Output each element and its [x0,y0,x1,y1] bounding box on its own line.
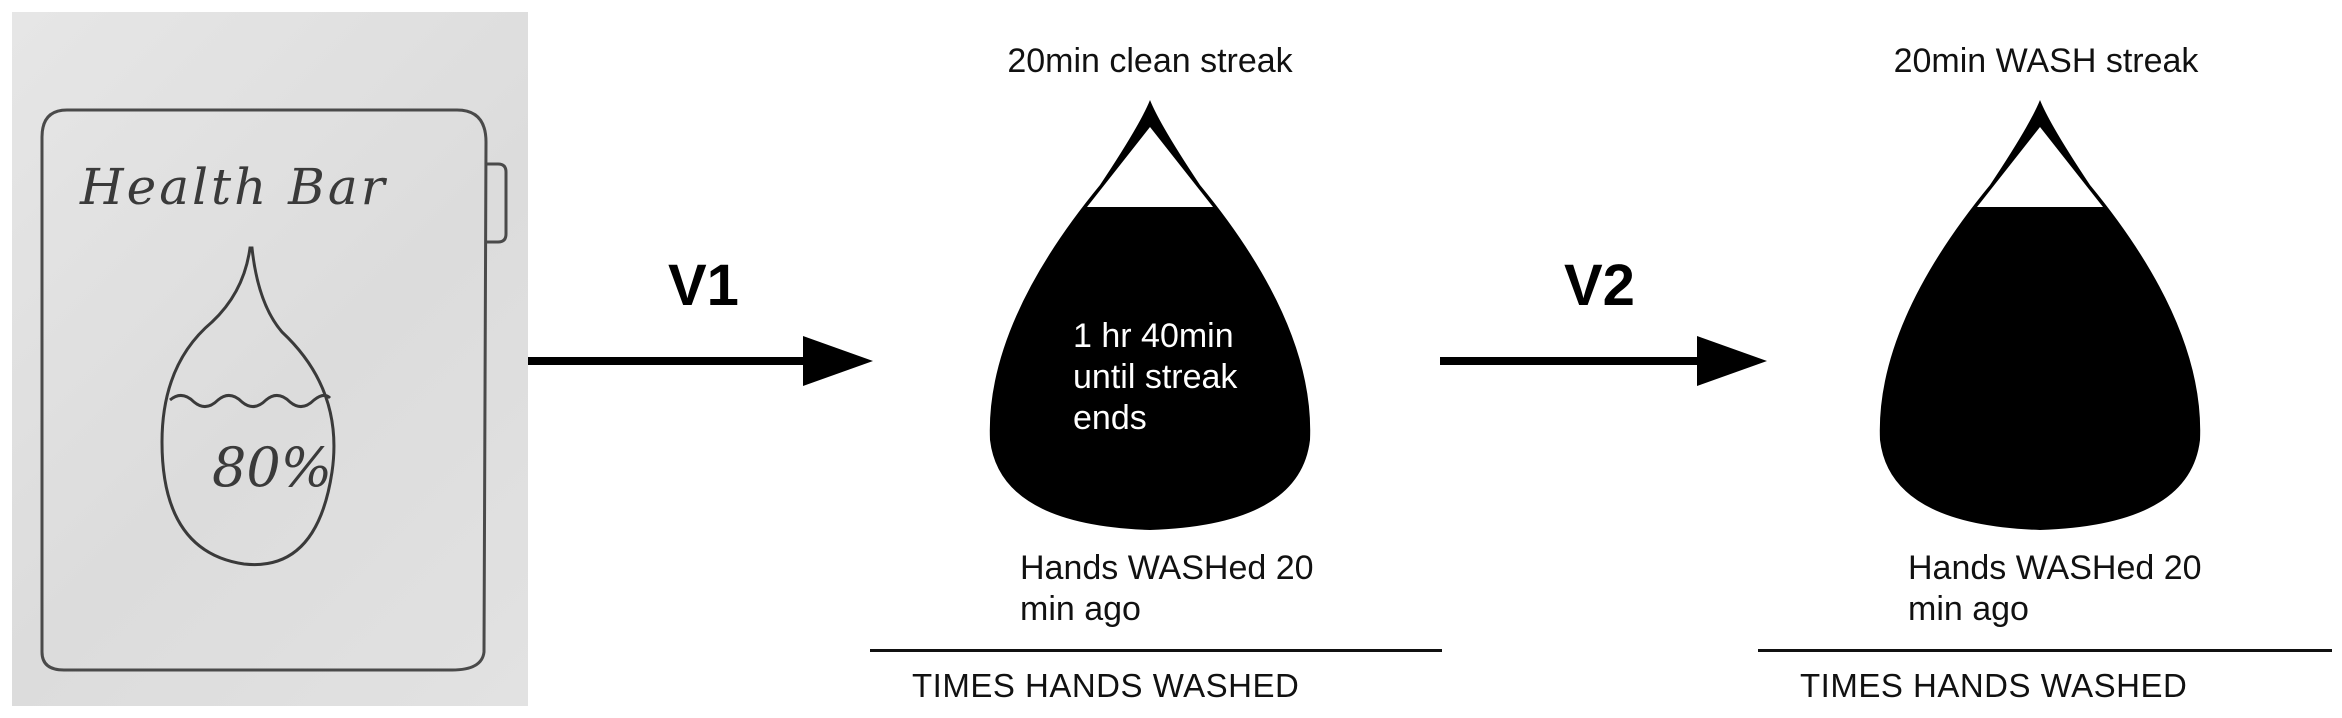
watch-outline [40,108,488,672]
water-drop-icon [1879,100,2201,530]
sketch-photo [12,12,528,706]
water-level-line [169,393,332,408]
divider [870,649,1442,652]
last-washed-text: Hands WASHed 20 min ago [1020,549,1314,628]
sketch-drawing [40,108,508,672]
version-label-v2: V2 [1564,253,1635,318]
times-hands-washed-tab[interactable]: TIMES HANDS WASHED [912,667,1300,704]
last-washed-text: Hands WASHed 20 min ago [1908,549,2202,628]
water-drop-icon [989,100,1311,530]
drop-sketch-icon [160,246,336,567]
arrow-v1 [528,336,873,386]
watch-button [486,162,508,244]
streak-remaining-text: 1 hr 40min until streak ends [1073,317,1238,437]
streak-title: 20min clean streak [1007,42,1293,80]
streak-title: 20min WASH streak [1893,42,2199,80]
drop-highlight [1977,127,2103,207]
divider [1758,649,2332,652]
times-hands-washed-tab[interactable]: TIMES HANDS WASHED [1800,667,2188,704]
sketch-title: Health Bar [80,158,388,216]
sketch-percent: 80% [212,436,333,499]
arrow-v2 [1440,336,1767,386]
drop-highlight [1087,127,1213,207]
version-label-v1: V1 [668,253,739,318]
